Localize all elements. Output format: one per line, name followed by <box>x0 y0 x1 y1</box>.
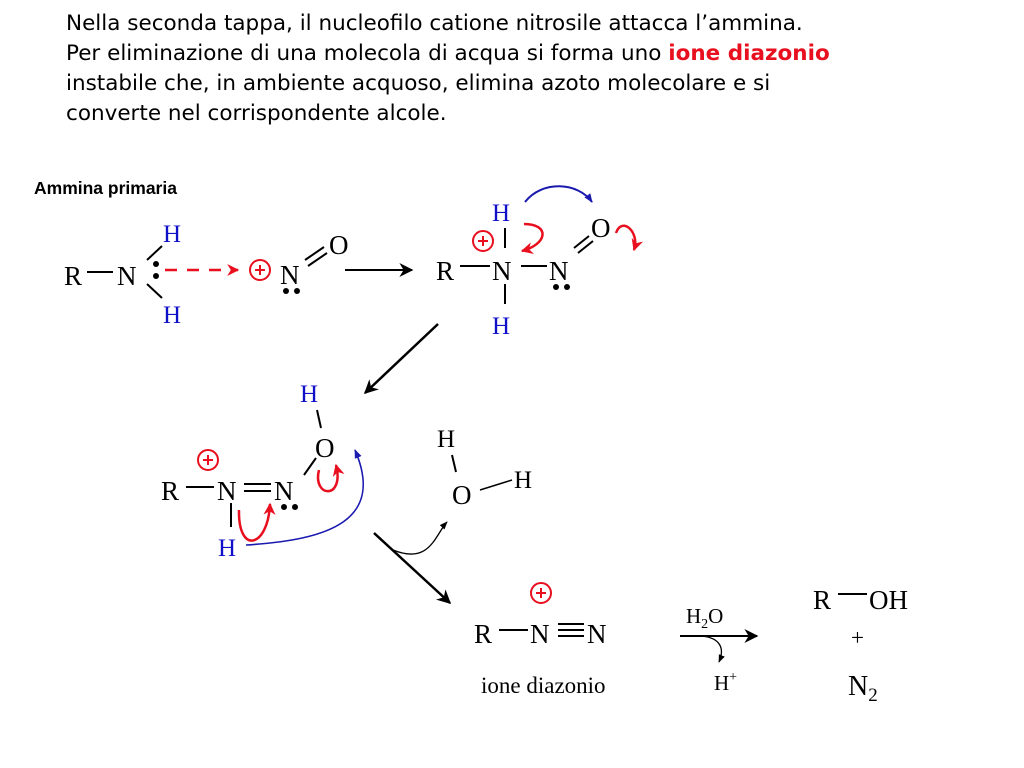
atom-N: N <box>280 260 300 290</box>
byproduct-proton-label: H+ <box>714 670 737 695</box>
proton-transfer-arrow-blue <box>524 185 593 203</box>
curved-arrow-red-NH <box>520 222 544 254</box>
positive-charge-icon <box>249 259 271 281</box>
atom-N-1: N <box>530 619 550 649</box>
atom-H-top: H <box>163 221 181 248</box>
atom-H-bottom: H <box>163 302 181 329</box>
atom-N-central: N <box>492 256 512 286</box>
diazohydroxide-molecule: H O R N N H <box>161 381 335 562</box>
reaction-arrow-3 <box>373 532 452 604</box>
curved-arrow-red-O-lonepair <box>316 463 345 493</box>
bond-N-O-double-1 <box>573 235 590 249</box>
bond-N-H-top <box>146 245 163 261</box>
hydrolysis-step: H2O H+ <box>680 604 759 695</box>
lone-pair-amine <box>153 261 159 279</box>
atom-H: H <box>437 426 455 453</box>
atom-R: R <box>474 619 492 649</box>
atom-R: R <box>161 476 179 506</box>
atom-H-on-N: H <box>218 535 236 562</box>
positive-charge-icon <box>530 582 552 604</box>
atom-OH: OH <box>869 585 908 615</box>
highlight-ione-diazonio: ione diazonio <box>668 41 830 66</box>
paragraph-line-2-text: Per eliminazione di una molecola di acqu… <box>66 41 669 66</box>
bond-N-O <box>303 457 317 476</box>
atom-N: N <box>117 261 137 291</box>
atom-R: R <box>436 256 454 286</box>
bond-O-H-1 <box>451 454 457 473</box>
bond-O-H <box>316 409 322 429</box>
proton-loss-curved-arrow <box>701 635 725 663</box>
primary-amine-molecule: R N H H <box>64 221 181 329</box>
atom-O: O <box>452 480 472 510</box>
atom-N-nitroso: N <box>549 256 569 286</box>
lone-pair-diazo <box>281 504 298 510</box>
positive-charge-icon <box>197 449 219 471</box>
plus-sign: + <box>851 625 864 650</box>
positive-charge-icon <box>472 230 494 252</box>
atom-R: R <box>813 585 831 615</box>
curved-arrow-red-NH-bond <box>237 502 276 542</box>
bond-N-O-double-1 <box>304 246 325 261</box>
caption-ione-diazonio: ione diazonio <box>481 673 606 698</box>
atom-N-1: N <box>217 476 237 506</box>
section-label-ammina-primaria: Ammina primaria <box>34 178 177 198</box>
alcohol-product: R OH <box>813 585 908 615</box>
nitrosyl-cation-molecule: N O <box>249 230 349 294</box>
water-loss-curved-arrow <box>392 521 448 555</box>
atom-O: O <box>315 433 335 463</box>
diazonium-ion-molecule: R N N ione diazonio <box>474 582 607 698</box>
lone-pair-nitroso <box>553 284 570 290</box>
atom-R: R <box>64 261 82 291</box>
explanation-paragraph: Nella seconda tappa, il nucleofilo catio… <box>66 9 996 129</box>
atom-O: O <box>329 230 349 260</box>
paragraph-line-1: Nella seconda tappa, il nucleofilo catio… <box>66 11 803 36</box>
nitrogen-product: N2 <box>848 671 878 706</box>
bond-O-H-2 <box>479 479 513 491</box>
bond-N-O-double-2 <box>307 252 328 267</box>
atom-N-2: N <box>587 619 607 649</box>
bond-N-H-bottom <box>146 283 163 299</box>
atom-O: O <box>591 213 611 243</box>
atom-N-2: N <box>274 476 294 506</box>
atom-H: H <box>514 467 532 494</box>
paragraph-line-2: Per eliminazione di una molecola di acqu… <box>66 39 996 69</box>
atom-H-on-O: H <box>300 381 318 408</box>
nitrosoammonium-molecule: R N H H N O <box>436 200 611 340</box>
paragraph-line-3: instabile che, in ambiente acquoso, elim… <box>66 71 771 96</box>
paragraph-line-4: converte nel corrispondente alcole. <box>66 101 447 126</box>
curved-arrow-red-NO <box>614 224 644 252</box>
lone-pair-nitrosyl <box>283 288 300 294</box>
water-molecule: H O H <box>437 426 532 510</box>
bond-N-O-double-2 <box>577 240 594 254</box>
atom-H-bottom: H <box>492 313 510 340</box>
proton-transfer-arrow-blue <box>245 449 365 546</box>
reaction-arrow-2 <box>363 323 439 394</box>
atom-H-top: H <box>492 200 510 227</box>
reagent-water-label: H2O <box>686 604 723 632</box>
